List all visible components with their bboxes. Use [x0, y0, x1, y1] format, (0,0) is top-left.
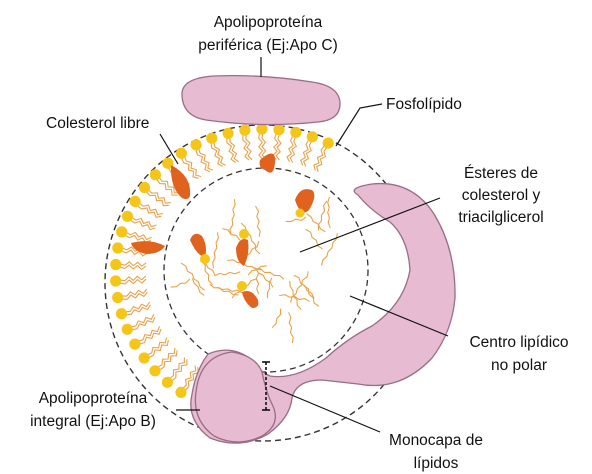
- core-lipid-chain: [230, 200, 235, 235]
- free-cholesterol-molecule: [295, 189, 314, 212]
- core-cholesterol-head: [237, 281, 247, 291]
- label-phospholipid: Fosfolípido: [386, 96, 462, 113]
- core-lipid-chain: [290, 281, 301, 309]
- phospholipid-head: [122, 211, 133, 222]
- phospholipid-head: [176, 148, 187, 159]
- phospholipid-head: [112, 242, 123, 253]
- label-free-cholesterol: Colesterol libre: [46, 115, 149, 132]
- cholesterol-esters-triacylglycerol: [171, 198, 337, 343]
- core-cholesterol-head: [296, 209, 305, 218]
- core-lipid-chain: [289, 313, 293, 343]
- label-monolayer-line1: Monocapa de: [389, 432, 483, 449]
- phospholipid-head: [110, 275, 121, 286]
- core-lipid-chain: [307, 214, 325, 232]
- phospholipid-head: [239, 125, 250, 136]
- phospholipid-head: [206, 133, 217, 144]
- label-apo-integral-line1: Apolipoproteína: [39, 390, 148, 407]
- phospholipid-head: [162, 377, 173, 388]
- core-cholesterol-molecules: [190, 209, 305, 309]
- peripheral-apolipoprotein: [182, 76, 340, 125]
- phospholipid-head: [116, 308, 127, 319]
- core-lipid-chain: [171, 279, 189, 287]
- core-lipid-chain: [256, 274, 258, 294]
- label-lipid-core-line2: no polar: [491, 357, 547, 374]
- phospholipid-head: [149, 365, 160, 376]
- leader-phospholipid: [336, 104, 382, 146]
- free-cholesterol-molecule: [171, 165, 190, 199]
- phospholipid-head: [129, 339, 140, 350]
- core-cholesterol-head: [239, 229, 249, 239]
- label-lipid-core-line1: Centro lipídico: [469, 334, 568, 351]
- core-lipid-chain: [182, 263, 205, 290]
- core-lipid-chain: [213, 233, 219, 268]
- label-apo-integral-line2: integral (Ej:Apo B): [30, 413, 156, 430]
- core-cholesterol-molecule: [242, 291, 258, 308]
- core-lipid-chain: [306, 230, 322, 249]
- phospholipid-head: [150, 169, 161, 180]
- core-lipid-chain: [273, 309, 281, 327]
- core-cholesterol-head: [200, 254, 210, 264]
- phospholipid-head: [112, 292, 123, 303]
- core-cholesterol-molecule: [236, 239, 249, 266]
- free-cholesterol-molecule: [260, 153, 276, 172]
- phospholipid-head: [307, 131, 318, 142]
- phospholipid-head: [290, 127, 301, 138]
- phospholipid-head: [223, 128, 234, 139]
- free-cholesterol-molecules: [131, 153, 314, 254]
- core-lipid-chain: [328, 198, 331, 228]
- core-lipid-chain: [318, 201, 326, 230]
- label-apo-peripheral-line1: Apolipoproteína: [214, 14, 323, 31]
- phospholipid-head: [139, 352, 150, 363]
- phospholipid-head: [139, 182, 150, 193]
- label-esters-line2: colesterol y: [462, 187, 541, 204]
- free-cholesterol-molecule: [131, 241, 165, 254]
- phospholipid-head: [191, 139, 202, 150]
- label-apo-peripheral-line2: periférica (Ej:Apo C): [198, 37, 338, 54]
- phospholipid-head: [130, 196, 141, 207]
- phospholipid-head: [323, 138, 334, 149]
- phospholipid-head: [122, 324, 133, 335]
- label-esters-line3: triacilglicerol: [458, 209, 543, 226]
- core-lipid-chain: [286, 217, 306, 221]
- phospholipid-head: [273, 124, 284, 135]
- label-monolayer-line2: lípidos: [414, 455, 459, 472]
- core-lipid-chain: [256, 207, 261, 237]
- core-cholesterol-molecule: [190, 234, 206, 257]
- label-esters-line1: Ésteres de: [464, 165, 538, 182]
- core-lipid-chain: [223, 229, 240, 240]
- core-lipid-chain: [215, 272, 240, 276]
- lipid-core-boundary: [164, 168, 368, 372]
- phospholipid-head: [110, 259, 121, 270]
- phospholipid-head: [116, 226, 127, 237]
- integral-apolipoprotein-lobe: [195, 352, 275, 442]
- phospholipid-head: [175, 387, 186, 398]
